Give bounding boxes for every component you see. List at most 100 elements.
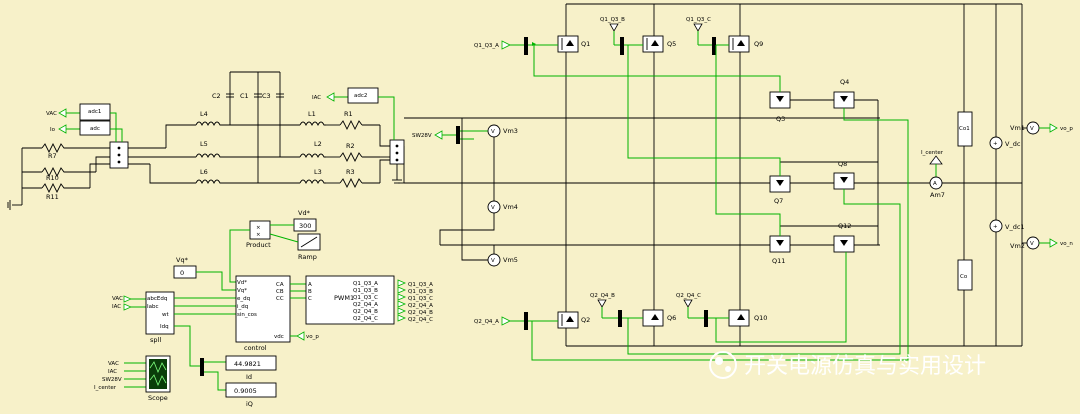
adc-block[interactable]: Io adc: [50, 120, 123, 142]
scope-block[interactable]: VAC IAC SW28V I_center Scope: [94, 355, 171, 402]
voltmeter-vm5[interactable]: V Vm5: [461, 118, 518, 267]
label-product: Product: [246, 241, 271, 249]
label-pwm-o6: Q2_Q4_C: [353, 316, 378, 322]
product-block[interactable]: × × Product: [229, 220, 271, 283]
label-pwm-b: B: [308, 289, 312, 295]
label-ctl-vop: vo_p: [306, 334, 319, 340]
svg-text:×: ×: [256, 232, 261, 238]
label-q3: Q3: [776, 115, 785, 123]
inductor-l3[interactable]: L3: [299, 168, 326, 185]
voltmeter-vm4[interactable]: V Vm4: [439, 183, 518, 245]
label-q8: Q8: [838, 160, 847, 168]
ammeter-am7[interactable]: I_center A Am7: [921, 150, 945, 199]
capacitor-c3[interactable]: C3: [262, 92, 284, 100]
switch-q4[interactable]: Q4: [833, 78, 855, 109]
spll-block[interactable]: VAC IAC abcEdq Iabc wt Idq spll: [112, 291, 236, 367]
switch-q8[interactable]: Q8: [833, 160, 855, 190]
label-vm4: Vm4: [503, 203, 518, 211]
label-am7: Am7: [930, 191, 945, 199]
switch-q10[interactable]: Q10: [728, 309, 767, 327]
label-q2q4a-in: Q2_Q4_A: [474, 319, 499, 325]
label-out-o1: Q1_Q3_A: [408, 282, 433, 288]
label-vo-p: vo_p: [1060, 126, 1073, 132]
label-i-center: I_center: [921, 150, 944, 156]
capacitor-co1[interactable]: Co1: [957, 111, 973, 147]
capacitor-c1[interactable]: C1: [240, 92, 262, 100]
label-vm5: Vm5: [503, 256, 518, 264]
switch-q11[interactable]: Q11: [769, 235, 791, 265]
voltmeter-vm3[interactable]: V Vm3: [487, 124, 518, 183]
label-q5: Q5: [667, 40, 676, 48]
switch-q6[interactable]: Q6: [642, 309, 676, 327]
label-l2: L2: [314, 140, 322, 148]
control-block[interactable]: Vd* Vq* e_dq i_dq sin_cos CA CB CC vdc c…: [235, 275, 319, 352]
label-r3: R3: [346, 168, 355, 176]
resistor-r2[interactable]: R2: [339, 142, 363, 163]
label-l3: L3: [314, 168, 322, 176]
label-adc1: adc1: [88, 109, 101, 115]
display-iq[interactable]: 0.9005 iQ: [225, 382, 277, 408]
label-control: control: [244, 344, 267, 352]
resistor-r1[interactable]: R1: [339, 110, 363, 131]
switch-q12[interactable]: Q12: [833, 222, 855, 253]
watermark: 开关电源仿真与实用设计: [709, 351, 986, 379]
capacitor-c2[interactable]: C2: [212, 92, 234, 100]
switch-q9[interactable]: Q9: [728, 35, 763, 53]
label-ctl-edq: e_dq: [237, 296, 250, 302]
label-q2q4b-in: Q2_Q4_B: [590, 293, 615, 299]
label-co: Co: [960, 274, 968, 280]
resistor-r7[interactable]: R7: [41, 142, 66, 160]
ramp-block[interactable]: Ramp: [269, 233, 321, 261]
label-iq: iQ: [246, 400, 253, 408]
switch-q1[interactable]: Q1: [557, 35, 590, 53]
switch-q5[interactable]: Q5: [642, 35, 676, 53]
sensor-block-left[interactable]: [109, 141, 129, 169]
label-r2: R2: [346, 142, 355, 150]
resistor-r3[interactable]: R3: [339, 168, 363, 189]
sw28v-port[interactable]: SW28V: [412, 126, 490, 144]
label-r7: R7: [48, 152, 57, 160]
label-ctl-ca: CA: [276, 282, 284, 288]
label-out-o4: Q2_Q4_A: [408, 303, 433, 309]
inductor-l5[interactable]: L5: [195, 140, 222, 159]
inductor-l1[interactable]: L1: [299, 110, 326, 127]
label-out-o5: Q2_Q4_B: [408, 310, 433, 316]
vq-constant[interactable]: Vq* 0: [173, 256, 236, 291]
inductor-l2[interactable]: L2: [299, 140, 326, 159]
inductor-l4[interactable]: L4: [195, 110, 222, 127]
label-pwm-o5: Q2_Q4_B: [353, 309, 378, 315]
source-v-dc1[interactable]: + V_dc1: [989, 219, 1025, 233]
switch-q7[interactable]: Q7: [769, 175, 791, 205]
value-id: 44.9821: [234, 360, 261, 368]
inductor-l6[interactable]: L6: [195, 168, 222, 185]
resistor-r10[interactable]: R10: [41, 166, 66, 182]
label-l6: L6: [200, 168, 208, 176]
vd-constant[interactable]: Vd* 300: [270, 209, 317, 232]
label-out-o3: Q1_Q3_C: [408, 296, 433, 302]
label-ctl-vdc: vdc: [274, 334, 284, 340]
voltmeter-vm1[interactable]: V Vm1 vo_p: [1010, 121, 1073, 135]
capacitor-co[interactable]: Co: [957, 259, 973, 291]
display-id[interactable]: 44.9821 Id: [200, 355, 277, 391]
pwm1-block[interactable]: A B C PWM1 Q1_Q3_A Q1_Q3_B Q1_Q3_C Q2_Q4…: [305, 275, 395, 325]
label-scope-vac: VAC: [108, 361, 119, 367]
voltmeter-vm2[interactable]: V Vm2 vo_n: [1010, 236, 1073, 250]
label-r10: R10: [46, 174, 59, 182]
label-q2q4c-in: Q2_Q4_C: [676, 293, 701, 299]
label-scope-sw: SW28V: [102, 377, 122, 383]
label-pwm-o3: Q1_Q3_C: [353, 295, 378, 301]
label-v-dc: V_dc: [1005, 140, 1021, 148]
sensor-block-right[interactable]: [389, 139, 405, 184]
label-q6: Q6: [667, 314, 676, 322]
svg-text:A: A: [933, 181, 937, 187]
label-c2: C2: [212, 92, 221, 100]
adc1-block[interactable]: VAC adc1: [46, 103, 117, 142]
source-v-dc[interactable]: + V_dc: [989, 136, 1021, 150]
label-iac-out: IAC: [312, 95, 321, 101]
adc2-block[interactable]: IAC adc2: [312, 87, 395, 140]
label-pwm-a: A: [308, 282, 312, 288]
resistor-r11[interactable]: R11: [41, 182, 66, 201]
label-ctl-sincos: sin_cos: [237, 312, 257, 318]
switch-q2[interactable]: Q2: [557, 311, 590, 329]
switch-q3[interactable]: Q3: [769, 91, 791, 123]
